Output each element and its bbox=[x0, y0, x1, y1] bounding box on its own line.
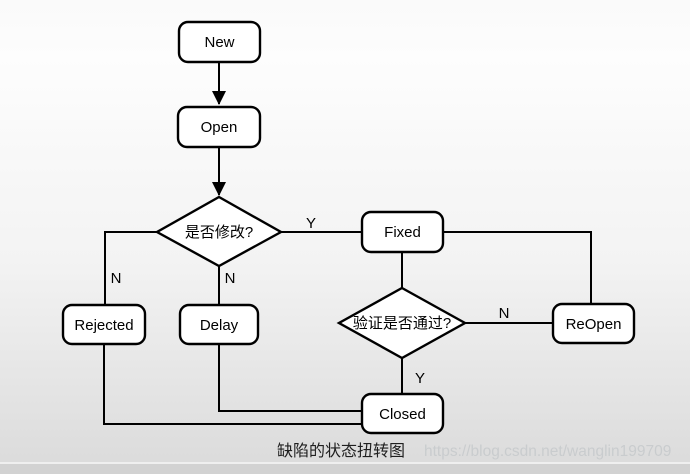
decision-verify-label: 验证是否通过? bbox=[353, 315, 451, 332]
edge-label-modify-no-rejected: N bbox=[111, 270, 122, 287]
edge-label-modify-yes: Y bbox=[306, 215, 316, 232]
node-closed-label: Closed bbox=[379, 406, 426, 423]
node-delay-label: Delay bbox=[200, 317, 239, 334]
node-rejected-label: Rejected bbox=[74, 317, 133, 334]
decision-modify: 是否修改? bbox=[154, 195, 284, 268]
decision-modify-shape bbox=[154, 195, 284, 268]
decision-verify: 验证是否通过? bbox=[336, 286, 468, 360]
edge-label-verify-no: N bbox=[499, 305, 510, 322]
node-closed-box bbox=[360, 392, 445, 435]
node-closed: Closed bbox=[360, 392, 445, 435]
edge-label-modify-no-delay: N bbox=[225, 270, 236, 287]
node-delay: Delay bbox=[178, 303, 260, 346]
node-new-box bbox=[177, 20, 262, 64]
bottom-scroll-area bbox=[0, 462, 690, 474]
node-new: New bbox=[177, 20, 262, 64]
edge-reopen-fixed-loop bbox=[443, 231, 592, 305]
edge-delay-to-closed bbox=[218, 343, 363, 412]
edge-label-verify-yes: Y bbox=[415, 370, 425, 387]
node-open-box bbox=[176, 105, 262, 149]
node-fixed-box bbox=[360, 210, 445, 254]
node-fixed-label: Fixed bbox=[384, 224, 421, 241]
decision-verify-shape bbox=[336, 286, 468, 360]
edge-rejected-to-closed bbox=[103, 343, 363, 425]
node-open: Open bbox=[176, 105, 262, 149]
node-reopen-box bbox=[551, 302, 636, 345]
node-rejected: Rejected bbox=[61, 303, 147, 346]
diagram-caption: 缺陷的状态扭转图 bbox=[277, 443, 406, 460]
edge-modify-no-to-rejected bbox=[104, 231, 157, 306]
flowchart-svg: Y N N N Y New Open Fixed Rejected Delay … bbox=[61, 20, 636, 435]
node-rejected-box bbox=[61, 303, 147, 346]
node-open-label: Open bbox=[201, 119, 238, 136]
node-reopen: ReOpen bbox=[551, 302, 636, 345]
node-reopen-label: ReOpen bbox=[566, 316, 622, 333]
node-fixed: Fixed bbox=[360, 210, 445, 254]
decision-modify-label: 是否修改? bbox=[185, 224, 253, 241]
node-delay-box bbox=[178, 303, 260, 346]
node-new-label: New bbox=[204, 34, 234, 51]
csdn-watermark: https://blog.csdn.net/wanglin199709 bbox=[424, 443, 672, 460]
